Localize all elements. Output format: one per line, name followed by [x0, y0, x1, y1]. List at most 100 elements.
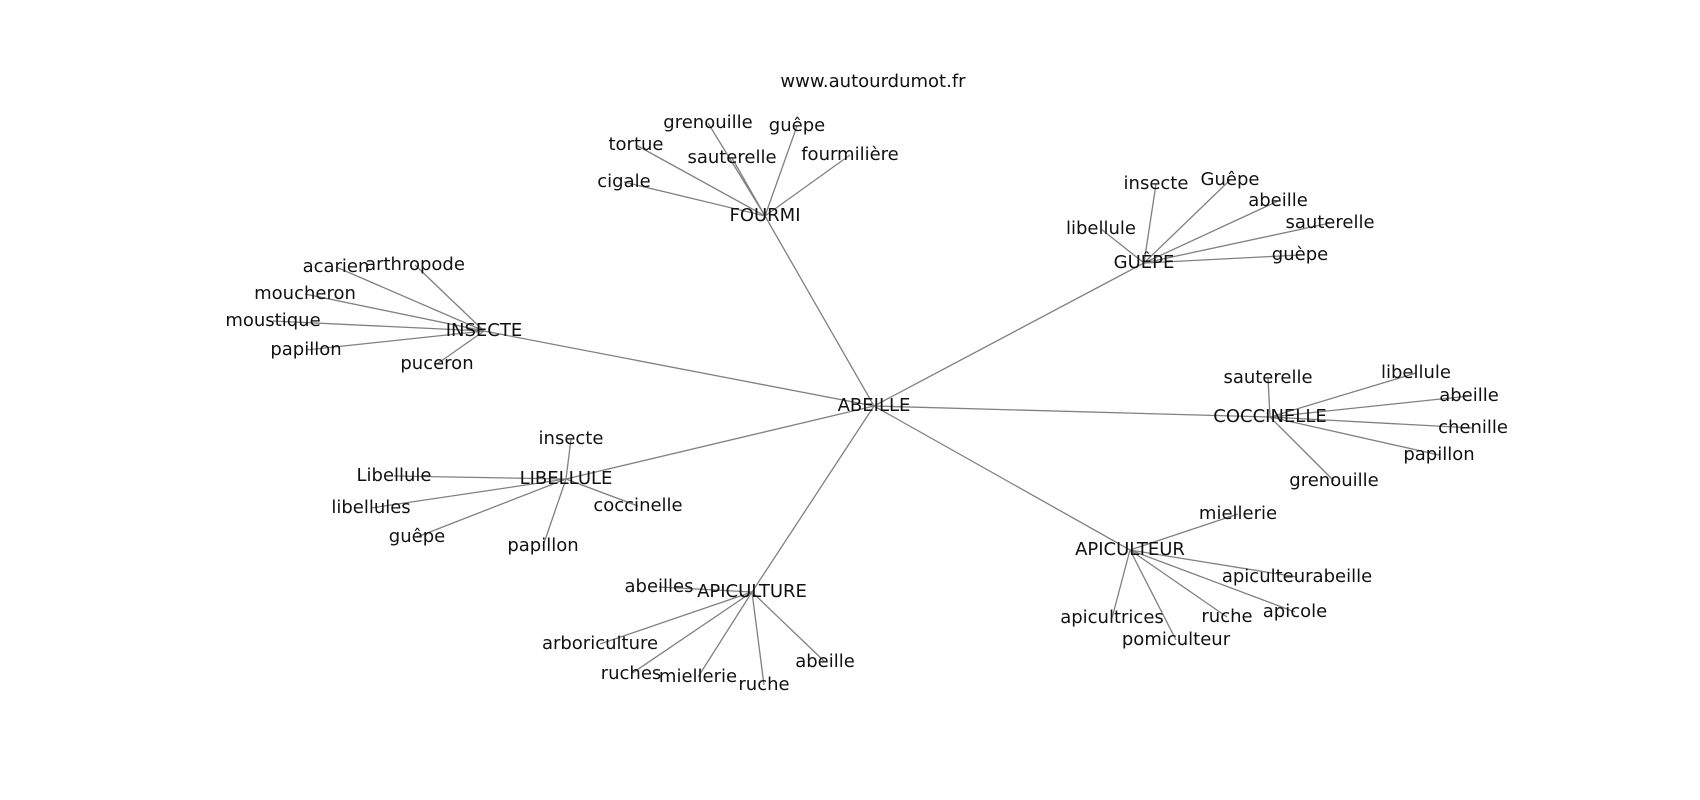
leaf-word[interactable]: ruche	[1201, 606, 1252, 627]
edge-apiculture-leaf	[697, 591, 753, 678]
leaf-word[interactable]: puceron	[400, 353, 473, 374]
edge-root-coccinelle	[873, 405, 1271, 418]
leaf-word[interactable]: moustique	[225, 310, 320, 331]
edge-insecte-leaf	[272, 320, 485, 332]
edge-insecte-leaf	[304, 293, 485, 332]
edge-fourmi-leaf	[623, 181, 766, 217]
edge-guepe-leaf	[1143, 254, 1301, 264]
edge-coccinelle-leaf	[1269, 395, 1470, 418]
edge-apiculteur-leaf	[1129, 549, 1296, 613]
edge-libellule-leaf	[370, 478, 567, 509]
leaf-word[interactable]: grenouille	[663, 112, 752, 133]
leaf-word[interactable]: cigale	[597, 171, 650, 192]
edge-root-apiculteur	[873, 405, 1131, 551]
leaf-word[interactable]: libellule	[1381, 362, 1451, 383]
hub-word-apiculture[interactable]: APICULTURE	[697, 581, 807, 602]
edge-coccinelle-leaf	[1269, 416, 1440, 456]
leaf-word[interactable]: tortue	[608, 134, 663, 155]
hub-word-libellule[interactable]: LIBELLULE	[520, 468, 613, 489]
graph-labels: FOURMI grenouille guêpe tortue sauterelle fou…	[225, 112, 1508, 695]
edge-libellule-leaf	[565, 438, 572, 480]
edge-root-insecte	[483, 330, 875, 407]
leaf-word[interactable]: pomiculteur	[1122, 629, 1231, 650]
edge-fourmi-leaf	[635, 144, 766, 217]
hub-word-insecte[interactable]: INSECTE	[446, 320, 523, 341]
source-watermark[interactable]: www.autourdumot.fr	[780, 71, 966, 92]
edge-root-guepe	[873, 262, 1145, 407]
leaf-word[interactable]: papillon	[270, 339, 341, 360]
hub-word-apiculteur[interactable]: APICULTEUR	[1075, 539, 1185, 560]
leaf-word[interactable]: insecte	[1124, 173, 1189, 194]
edge-root-apiculture	[751, 405, 875, 593]
hub-word-fourmi[interactable]: FOURMI	[729, 205, 800, 226]
leaf-word[interactable]: abeilles	[625, 576, 694, 597]
leaf-word[interactable]: ruches	[601, 663, 662, 684]
edge-apiculteur-leaf	[1129, 513, 1239, 551]
edge-guepe-leaf	[1100, 228, 1145, 264]
edge-apiculture-leaf	[751, 591, 765, 686]
leaf-word[interactable]: libellule	[1066, 218, 1136, 239]
edge-libellule-leaf	[393, 475, 567, 480]
leaf-word[interactable]: sauterelle	[1285, 212, 1374, 233]
leaf-word[interactable]: insecte	[539, 428, 604, 449]
leaf-word[interactable]: sauterelle	[1223, 367, 1312, 388]
leaf-word[interactable]: papillon	[507, 535, 578, 556]
graph-edges	[272, 122, 1474, 686]
edge-guepe-leaf	[1143, 222, 1331, 264]
leaf-word[interactable]: apicultrices	[1060, 607, 1164, 628]
edge-apiculteur-leaf	[1129, 549, 1177, 641]
edge-apiculture-leaf	[630, 591, 753, 675]
leaf-word[interactable]: abeille	[795, 651, 855, 672]
edge-root-fourmi	[764, 215, 875, 407]
leaf-word[interactable]: abeille	[1439, 385, 1499, 406]
leaf-word[interactable]: grenouille	[1289, 470, 1378, 491]
leaf-word[interactable]: abeille	[1248, 190, 1308, 211]
edge-insecte-leaf	[436, 330, 485, 365]
edge-libellule-leaf	[416, 478, 567, 538]
edge-fourmi-leaf	[764, 154, 851, 217]
edge-insecte-leaf	[335, 266, 485, 332]
leaf-word[interactable]: apicole	[1263, 601, 1327, 622]
hub-word-guepe[interactable]: GUÊPE	[1114, 251, 1175, 273]
leaf-word[interactable]: papillon	[1403, 444, 1474, 465]
leaf-word[interactable]: Libellule	[356, 465, 431, 486]
leaf-word[interactable]: sauterelle	[687, 147, 776, 168]
leaf-word[interactable]: arboriculture	[542, 633, 658, 654]
hub-word-coccinelle[interactable]: COCCINELLE	[1213, 406, 1326, 427]
edge-fourmi-leaf	[731, 157, 766, 217]
edge-coccinelle-leaf	[1269, 416, 1474, 429]
edge-insecte-leaf	[305, 330, 485, 351]
leaf-word[interactable]: coccinelle	[593, 495, 682, 516]
leaf-word[interactable]: fourmilière	[801, 144, 899, 165]
edge-apiculteur-leaf	[1129, 549, 1228, 618]
edge-guepe-leaf	[1143, 179, 1231, 264]
leaf-word[interactable]: Guêpe	[1201, 169, 1260, 190]
leaf-word[interactable]: acarien	[303, 256, 370, 277]
edge-apiculture-leaf	[599, 591, 753, 645]
leaf-word[interactable]: apiculteurabeille	[1222, 566, 1372, 587]
leaf-word[interactable]: guêpe	[769, 115, 825, 136]
edge-apiculteur-leaf	[1111, 549, 1131, 619]
edge-fourmi-leaf	[764, 125, 798, 217]
edge-root-libellule	[565, 405, 875, 480]
leaf-word[interactable]: miellerie	[1199, 503, 1277, 524]
edge-coccinelle-leaf	[1267, 377, 1271, 418]
root-word[interactable]: ABEILLE	[838, 395, 911, 416]
leaf-word[interactable]: chenille	[1438, 417, 1508, 438]
leaf-word[interactable]: arthropode	[365, 254, 465, 275]
edge-guepe-leaf	[1143, 183, 1157, 264]
edge-coccinelle-leaf	[1269, 372, 1417, 418]
leaf-word[interactable]: miellerie	[659, 666, 737, 687]
leaf-word[interactable]: guèpe	[1272, 244, 1328, 265]
leaf-word[interactable]: moucheron	[254, 283, 356, 304]
leaf-word[interactable]: ruche	[738, 674, 789, 695]
leaf-word[interactable]: libellules	[331, 497, 410, 518]
edge-apiculture-leaf	[751, 591, 826, 663]
edge-apiculture-leaf	[658, 586, 753, 593]
leaf-word[interactable]: guêpe	[389, 526, 445, 547]
edge-libellule-leaf	[542, 478, 567, 547]
edge-guepe-leaf	[1143, 200, 1279, 264]
edge-libellule-leaf	[565, 478, 639, 507]
